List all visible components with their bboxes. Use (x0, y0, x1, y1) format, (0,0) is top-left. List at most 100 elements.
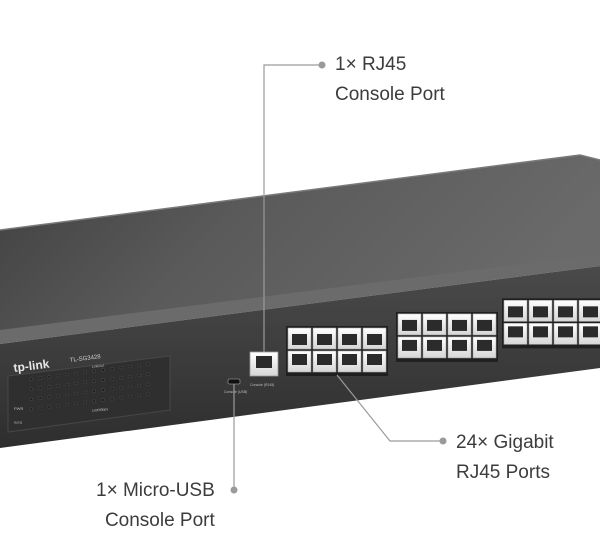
status-led (146, 372, 150, 376)
chassis-edge (0, 154, 600, 231)
status-led (137, 393, 141, 397)
status-led (29, 407, 33, 411)
callout-dot-console (318, 61, 326, 69)
chassis-top (0, 155, 600, 338)
status-led (101, 368, 105, 372)
port-socket (367, 354, 382, 365)
model-label: TL-SG3428 (70, 354, 102, 364)
port-socket (583, 326, 598, 338)
callout-console-rj45-line1: 1× RJ45 (335, 54, 407, 75)
status-led (137, 373, 141, 377)
status-led (65, 403, 69, 406)
status-led (128, 375, 132, 378)
status-led (137, 383, 141, 387)
status-led (65, 373, 69, 376)
status-led (74, 382, 78, 385)
port-socket (533, 306, 548, 318)
port-socket (583, 306, 598, 318)
status-led (119, 396, 123, 400)
status-led (83, 390, 87, 394)
port-socket (508, 326, 523, 338)
micro-usb-port (227, 378, 241, 385)
status-led (47, 395, 51, 399)
callout-micro-usb-line1: 1× Micro-USB (96, 480, 215, 501)
chassis-lip (0, 254, 600, 344)
brand-logo: tp-link (13, 357, 51, 375)
status-led (128, 395, 132, 398)
callout-gigabit-ports: 24× Gigabit RJ45 Ports (456, 428, 554, 488)
callout-dot-gigabit (439, 437, 447, 445)
port-socket (558, 306, 573, 318)
status-led (119, 386, 123, 390)
status-led (92, 369, 96, 373)
status-led (83, 380, 87, 384)
status-led (101, 398, 105, 402)
status-led (65, 383, 69, 386)
status-led (74, 372, 78, 375)
callout-micro-usb: 1× Micro-USB Console Port (96, 476, 215, 536)
port-socket (427, 339, 442, 351)
status-led (38, 396, 42, 400)
port-socket (452, 339, 467, 351)
callout-gigabit-ports-line1: 24× Gigabit (456, 432, 554, 453)
status-led (92, 399, 96, 403)
status-led (83, 400, 87, 404)
usb-console-label: Console (USB) (224, 390, 247, 394)
status-led (101, 388, 105, 392)
port-socket (292, 334, 307, 345)
status-led (146, 392, 150, 396)
status-led (74, 392, 78, 395)
status-led (29, 397, 33, 401)
status-led (146, 382, 150, 386)
status-led (137, 363, 141, 367)
status-led (38, 406, 42, 410)
status-led (56, 374, 60, 378)
status-led (101, 378, 105, 382)
callout-gigabit-ports-line2: RJ45 Ports (456, 462, 550, 483)
status-led (38, 376, 42, 380)
port-socket (292, 354, 307, 365)
led-panel (7, 355, 171, 433)
led-grid (29, 362, 150, 411)
status-led (146, 362, 150, 366)
status-led (74, 402, 78, 405)
status-led (29, 387, 33, 391)
status-led (119, 366, 123, 370)
port-socket (533, 326, 548, 338)
callout-line-gigabit (336, 374, 442, 442)
status-led (47, 405, 51, 409)
status-led (128, 365, 132, 368)
port-socket (367, 334, 382, 345)
led-legend-link: Link/Act (92, 364, 105, 369)
status-led (47, 385, 51, 389)
port-socket (508, 306, 523, 318)
port-socket (427, 319, 442, 331)
port-socket (342, 354, 357, 365)
status-led (92, 389, 96, 393)
port-socket (317, 334, 332, 345)
status-led (110, 367, 114, 371)
led-label-pwr: PWR (14, 406, 23, 411)
rj45-console-label: Console (RJ45) (250, 383, 274, 387)
port-socket (342, 334, 357, 345)
port-socket (402, 319, 417, 331)
status-led (110, 377, 114, 381)
status-led (110, 387, 114, 391)
status-led (29, 377, 33, 381)
port-socket (452, 319, 467, 331)
led-legend-speed: 1000Mbps (92, 407, 109, 413)
status-led (119, 376, 123, 380)
status-led (56, 394, 60, 398)
status-led (47, 375, 51, 379)
status-led (128, 385, 132, 388)
callout-line-console (263, 64, 322, 352)
gigabit-port-blocks (286, 298, 600, 376)
callout-console-rj45-line2: Console Port (335, 84, 445, 105)
status-led (83, 370, 87, 374)
status-led (92, 379, 96, 383)
status-led (65, 393, 69, 396)
port-socket (402, 339, 417, 351)
port-socket (477, 339, 492, 351)
callout-dot-usb (230, 486, 238, 494)
